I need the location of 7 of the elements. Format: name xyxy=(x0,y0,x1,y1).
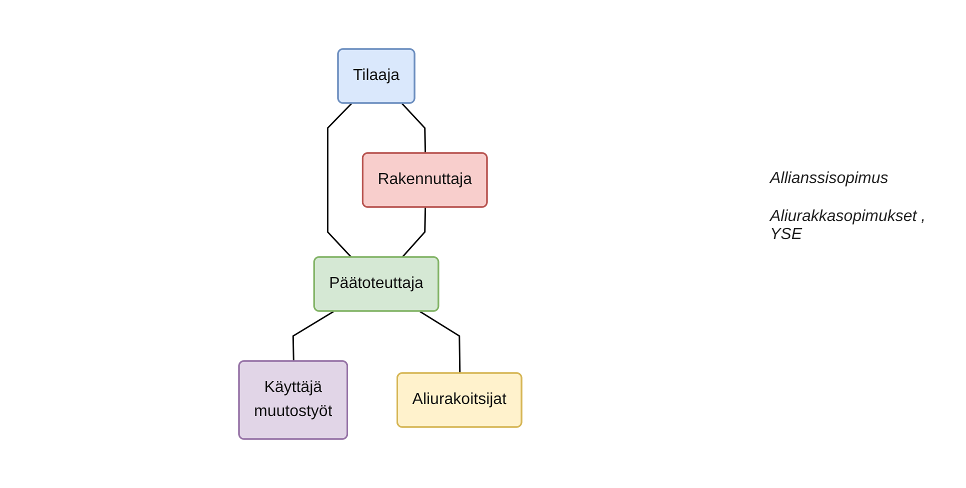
note-text: Aliurakkasopimukset , YSE xyxy=(770,208,927,244)
connector xyxy=(292,310,334,362)
connector xyxy=(401,102,426,154)
connector xyxy=(419,310,460,374)
connector xyxy=(401,207,426,258)
note-text: Allianssisopimus xyxy=(770,170,890,188)
connector xyxy=(326,102,352,258)
